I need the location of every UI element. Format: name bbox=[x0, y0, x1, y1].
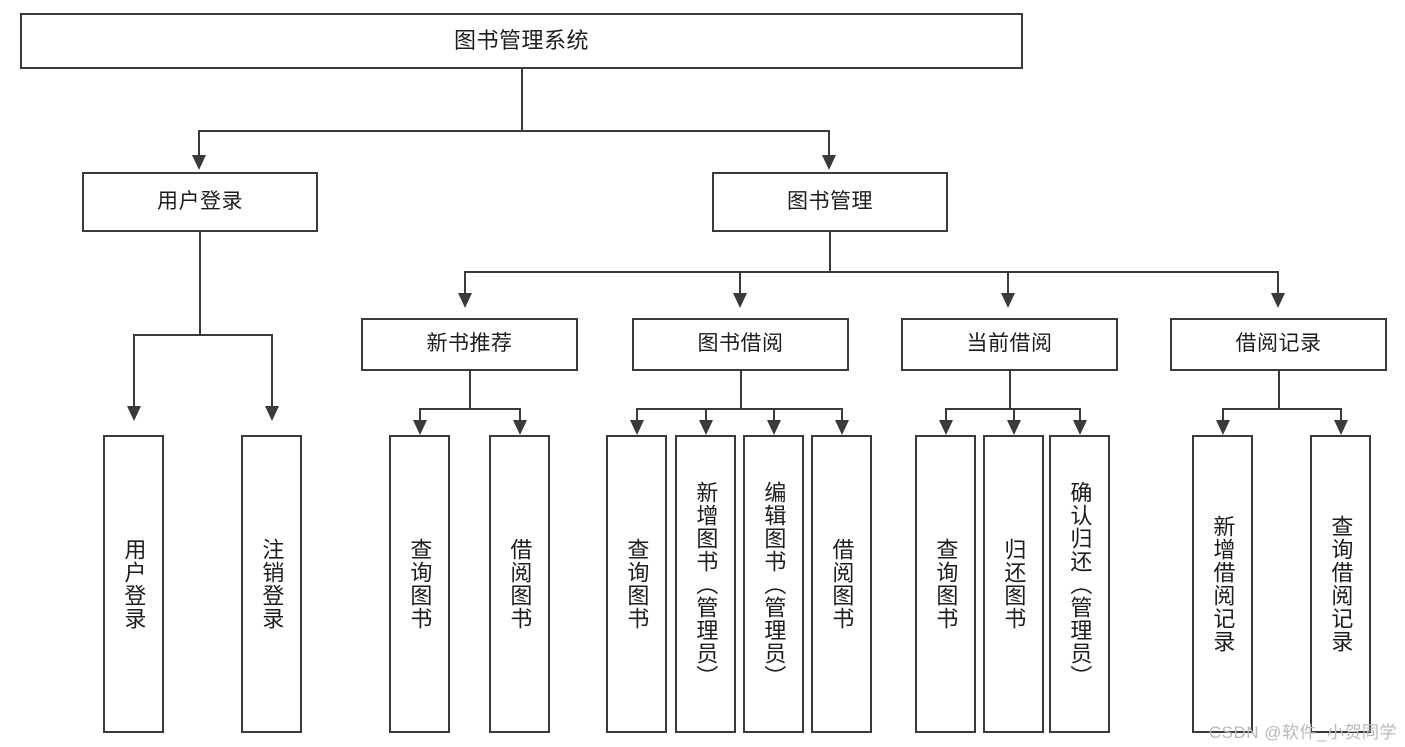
connector-bb-branch-3 bbox=[773, 408, 775, 421]
connector-root-bar bbox=[198, 130, 830, 132]
node-label: 借阅图书 bbox=[829, 538, 855, 630]
connector-br-branch-1 bbox=[1222, 408, 1224, 421]
node-new-book-recommend[interactable]: 新书推荐 bbox=[361, 318, 578, 371]
node-label: 确认归还（管理员） bbox=[1067, 480, 1093, 688]
connector-cb-branch-3 bbox=[1079, 408, 1081, 421]
node-label: 借阅图书 bbox=[507, 538, 533, 630]
arrow-root-to-user-login bbox=[192, 155, 206, 170]
node-label: 新增借阅记录 bbox=[1210, 515, 1236, 653]
connector-br-branch-2 bbox=[1340, 408, 1342, 421]
node-book-borrow[interactable]: 图书借阅 bbox=[632, 318, 849, 371]
node-label: 用户登录 bbox=[121, 538, 147, 630]
connector-root-stem bbox=[521, 69, 523, 131]
arrow-br-leaf-2 bbox=[1334, 420, 1348, 435]
node-label: 注销登录 bbox=[259, 538, 285, 630]
node-label: 查询图书 bbox=[933, 538, 959, 630]
arrow-nbr-leaf-1 bbox=[413, 420, 427, 435]
node-label: 用户登录 bbox=[157, 189, 243, 213]
watermark-text: CSDN @软件_小贺同学 bbox=[1208, 723, 1397, 742]
node-book-manage[interactable]: 图书管理 bbox=[712, 172, 948, 232]
arrow-root-to-book-manage bbox=[822, 155, 836, 170]
node-label: 当前借阅 bbox=[966, 332, 1053, 356]
connector-nbr-stem bbox=[469, 371, 471, 410]
arrow-cb-leaf-3 bbox=[1073, 420, 1087, 435]
node-label: 查询图书 bbox=[624, 538, 650, 630]
leaf-add-record[interactable]: 新增借阅记录 bbox=[1192, 435, 1253, 733]
connector-br-bar bbox=[1222, 408, 1341, 410]
node-label: 编辑图书（管理员） bbox=[761, 480, 787, 688]
leaf-borrow-book-2[interactable]: 借阅图书 bbox=[811, 435, 872, 733]
connector-user-login-bar bbox=[133, 334, 273, 336]
connector-nbr-branch-1 bbox=[419, 408, 421, 421]
connector-book-manage-stem bbox=[829, 232, 831, 272]
arrow-nbr-leaf-2 bbox=[513, 420, 527, 435]
leaf-logout[interactable]: 注销登录 bbox=[241, 435, 302, 733]
node-borrow-record[interactable]: 借阅记录 bbox=[1170, 318, 1387, 371]
node-label: 图书管理 bbox=[787, 189, 873, 213]
node-label: 查询图书 bbox=[407, 538, 433, 630]
connector-bb-branch-4 bbox=[841, 408, 843, 421]
connector-user-login-branch-1 bbox=[133, 334, 135, 407]
arrow-user-login-leaf-1 bbox=[127, 406, 141, 421]
arrow-bm-to-borrow-record bbox=[1271, 293, 1285, 308]
connector-bb-branch-1 bbox=[636, 408, 638, 421]
leaf-return-book[interactable]: 归还图书 bbox=[983, 435, 1044, 733]
arrow-bb-leaf-3 bbox=[767, 420, 781, 435]
connector-nbr-branch-2 bbox=[519, 408, 521, 421]
arrow-bm-to-book-borrow bbox=[733, 293, 747, 308]
node-label: 新增图书（管理员） bbox=[693, 480, 719, 688]
leaf-confirm-return[interactable]: 确认归还（管理员） bbox=[1049, 435, 1110, 733]
node-user-login[interactable]: 用户登录 bbox=[82, 172, 318, 232]
connector-bb-bar bbox=[636, 408, 843, 410]
connector-book-manage-bar bbox=[464, 271, 1277, 273]
node-label: 图书管理系统 bbox=[453, 28, 589, 54]
connector-user-login-branch-2 bbox=[271, 334, 273, 407]
connector-bm-branch-3 bbox=[1007, 271, 1009, 294]
arrow-bb-leaf-4 bbox=[835, 420, 849, 435]
connector-br-stem bbox=[1278, 371, 1280, 410]
arrow-cb-leaf-1 bbox=[939, 420, 953, 435]
connector-cb-branch-1 bbox=[945, 408, 947, 421]
leaf-query-book-3[interactable]: 查询图书 bbox=[915, 435, 976, 733]
leaf-query-book-1[interactable]: 查询图书 bbox=[389, 435, 450, 733]
connector-bm-branch-4 bbox=[1277, 271, 1279, 294]
leaf-query-record[interactable]: 查询借阅记录 bbox=[1310, 435, 1371, 733]
node-current-borrow[interactable]: 当前借阅 bbox=[901, 318, 1118, 371]
connector-root-to-book-manage bbox=[828, 130, 830, 156]
arrow-cb-leaf-2 bbox=[1007, 420, 1021, 435]
connector-user-login-stem bbox=[199, 232, 201, 335]
node-label: 归还图书 bbox=[1001, 538, 1027, 630]
leaf-add-book[interactable]: 新增图书（管理员） bbox=[675, 435, 736, 733]
connector-bm-branch-1 bbox=[464, 271, 466, 294]
connector-bb-branch-2 bbox=[705, 408, 707, 421]
leaf-query-book-2[interactable]: 查询图书 bbox=[606, 435, 667, 733]
leaf-borrow-book-1[interactable]: 借阅图书 bbox=[489, 435, 550, 733]
node-label: 借阅记录 bbox=[1235, 332, 1322, 356]
arrow-bm-to-current-borrow bbox=[1001, 293, 1015, 308]
node-label: 查询借阅记录 bbox=[1328, 515, 1354, 653]
leaf-edit-book[interactable]: 编辑图书（管理员） bbox=[743, 435, 804, 733]
connector-cb-stem bbox=[1009, 371, 1011, 410]
arrow-bb-leaf-1 bbox=[630, 420, 644, 435]
connector-nbr-bar bbox=[419, 408, 520, 410]
connector-cb-branch-2 bbox=[1013, 408, 1015, 421]
connector-root-to-user-login bbox=[198, 130, 200, 156]
node-label: 图书借阅 bbox=[697, 332, 784, 356]
leaf-user-login[interactable]: 用户登录 bbox=[103, 435, 164, 733]
node-label: 新书推荐 bbox=[426, 332, 513, 356]
arrow-user-login-leaf-2 bbox=[265, 406, 279, 421]
arrow-bb-leaf-2 bbox=[699, 420, 713, 435]
node-root-system[interactable]: 图书管理系统 bbox=[20, 13, 1023, 69]
connector-bb-stem bbox=[740, 371, 742, 410]
arrow-bm-to-new-book-recommend bbox=[458, 293, 472, 308]
connector-bm-branch-2 bbox=[739, 271, 741, 294]
arrow-br-leaf-1 bbox=[1216, 420, 1230, 435]
